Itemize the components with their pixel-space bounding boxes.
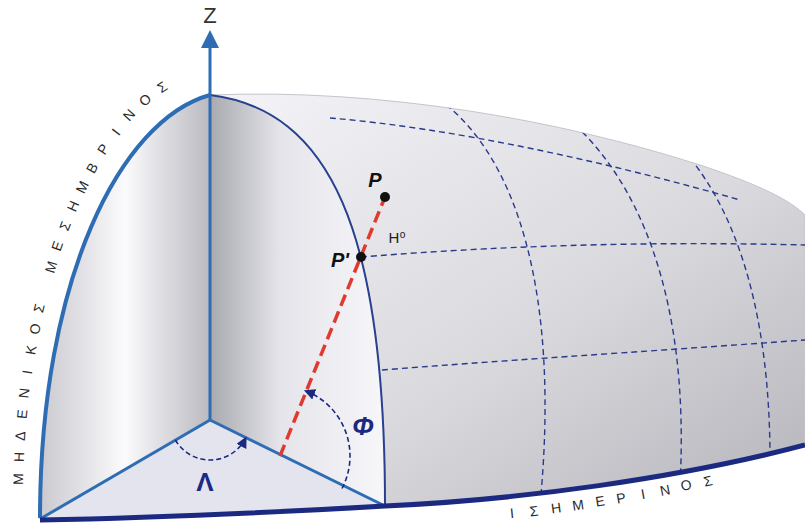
letter: Ν (16, 387, 31, 399)
letter: Σ (529, 503, 539, 518)
latitude-arc (306, 391, 350, 489)
letter: Ι (640, 487, 646, 501)
letter: Μ (42, 259, 59, 274)
letter: Ο (27, 322, 43, 336)
letter: Σ (702, 473, 713, 489)
letter: Ε (14, 409, 29, 420)
axis-label: Z (203, 5, 216, 27)
letter: Μ (571, 497, 585, 513)
letter: Σ (31, 302, 47, 314)
equatorial-plane (40, 420, 385, 519)
point-label: P' (331, 250, 349, 270)
letter: Ι (20, 369, 34, 375)
letter: Μ (11, 473, 25, 485)
letter: Η (65, 199, 82, 214)
letter: Ν (658, 482, 671, 498)
letter: Δ (13, 430, 28, 440)
letter: Η (11, 452, 25, 463)
letter: Ε (594, 494, 605, 509)
ellipsoid-surface (210, 94, 805, 506)
longitude-symbol: Λ (196, 469, 213, 495)
letter: Ο (136, 91, 153, 109)
letter: Κ (23, 344, 38, 356)
letter: Ο (679, 477, 693, 493)
latitude-symbol: Φ (352, 413, 373, 439)
point-label: P (368, 170, 381, 190)
letter (37, 284, 52, 291)
letter: Β (84, 160, 101, 175)
height-label: H⁰ (389, 230, 406, 245)
ellipsoid-normal (280, 197, 385, 456)
equator-line (40, 445, 805, 520)
letter: Ε (49, 240, 65, 253)
letter: Η (550, 500, 562, 515)
letter: Ρ (95, 142, 112, 157)
letter: Σ (57, 220, 73, 233)
letter: Ν (121, 107, 138, 124)
letter: Ρ (616, 490, 628, 505)
point-p (380, 192, 390, 202)
z-axis (209, 44, 212, 420)
longitude-arc (175, 439, 245, 460)
letter: Ι (510, 506, 515, 520)
z-arrowhead (201, 30, 219, 48)
letter: Ι (109, 126, 123, 138)
letter: Μ (73, 178, 91, 195)
plane-edges (40, 95, 385, 519)
graticule (330, 93, 805, 505)
point-p-prime (356, 252, 366, 262)
letter: Σ (154, 79, 169, 95)
